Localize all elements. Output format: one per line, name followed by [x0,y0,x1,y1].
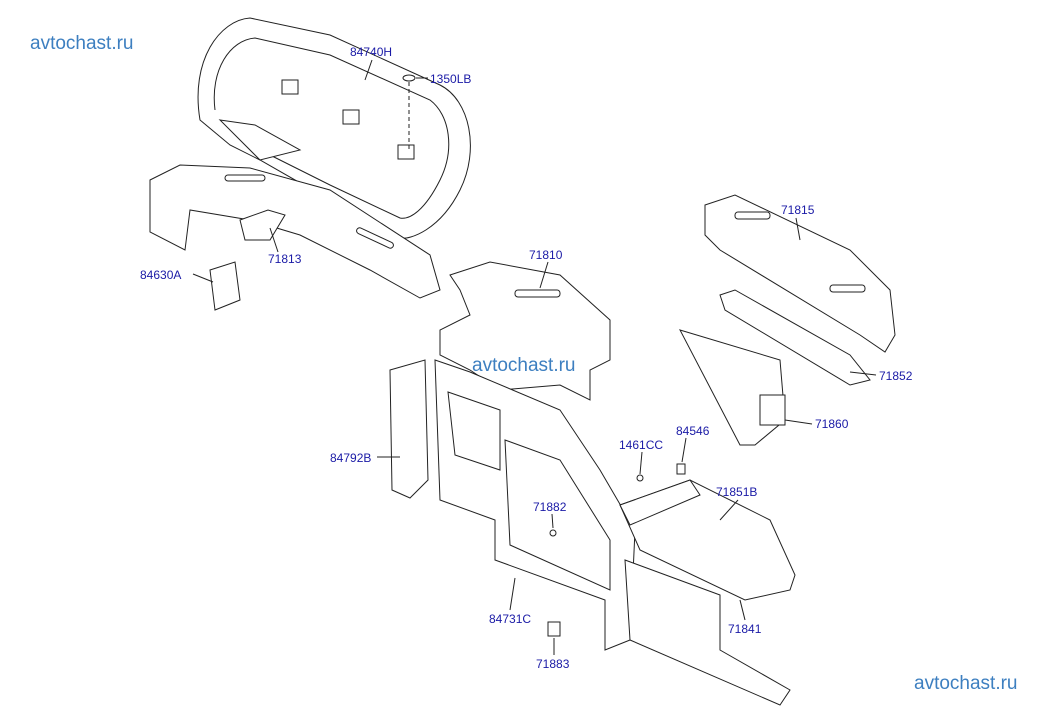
label-71882[interactable]: 71882 [533,500,567,514]
part-1350LB-shape [402,74,416,82]
part-71860-shape [679,329,786,446]
part-71815-shape [704,194,896,353]
label-71860[interactable]: 71860 [815,417,849,431]
part-71810-shape [439,261,611,401]
label-84792B[interactable]: 84792B [330,451,372,465]
part-71841-shape [624,559,791,706]
part-84546-shape [676,463,686,475]
part-84792B-shape [389,359,429,499]
watermark: avtochast.ru [914,673,1018,694]
label-71813[interactable]: 71813 [268,252,302,266]
part-84731C-shape [434,359,636,651]
label-84740H[interactable]: 84740H [350,45,393,59]
label-71852[interactable]: 71852 [879,369,913,383]
part-71883-shape [547,621,561,637]
part-1461CC-shape [636,474,644,482]
part-71852-shape [719,289,871,386]
label-84546[interactable]: 84546 [676,424,710,438]
part-84630A-shape [209,261,241,311]
part-71851B-shape [619,479,796,601]
label-1461CC[interactable]: 1461CC [619,438,664,452]
part-71860-bracket [759,394,786,426]
label-84630A[interactable]: 84630A [140,268,182,282]
label-71815[interactable]: 71815 [781,203,815,217]
label-71810[interactable]: 71810 [529,248,563,262]
watermark: avtochast.ru [30,33,134,54]
leader-lines [192,59,877,655]
part-71882-shape [549,529,557,537]
part-71813-shape [149,164,441,299]
part-84740H-shape [197,17,471,239]
label-1350LB[interactable]: 1350LB [430,72,472,86]
label-71841[interactable]: 71841 [728,622,762,636]
label-71883[interactable]: 71883 [536,657,570,671]
label-71851B[interactable]: 71851B [716,485,758,499]
label-84731C[interactable]: 84731C [489,612,532,626]
watermark: avtochast.ru [472,355,576,376]
